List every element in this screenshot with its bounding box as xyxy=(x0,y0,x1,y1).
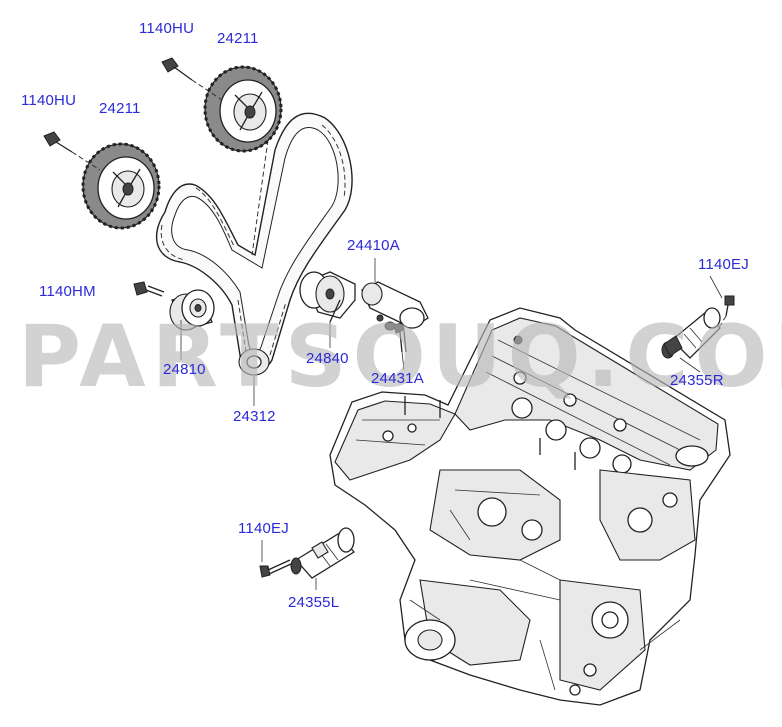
label-timing-belt-24312[interactable]: 24312 xyxy=(233,408,276,425)
leader-lines xyxy=(180,258,723,590)
bolt-1140ej-right xyxy=(719,295,735,327)
label-bolt-1140hu-left[interactable]: 1140HU xyxy=(21,92,77,109)
label-tensioner-bolt-24431a[interactable]: 24431A xyxy=(371,370,424,387)
tensioner-pulley xyxy=(299,271,356,323)
label-sprocket-24211-top[interactable]: 24211 xyxy=(217,30,259,47)
tensioner-arm xyxy=(361,281,429,331)
watermark: PARTSOUQ.COM xyxy=(18,307,782,407)
tensioner-bolt xyxy=(393,322,407,353)
oil-control-valve-right xyxy=(661,307,721,359)
engine-block xyxy=(329,307,731,706)
camshaft-sprocket-top xyxy=(203,65,283,153)
label-tensioner-arm-24410a[interactable]: 24410A xyxy=(347,237,400,254)
camshaft-sprocket-left xyxy=(81,142,161,230)
bolt-1140hm xyxy=(133,281,165,297)
label-valve-24355l[interactable]: 24355L xyxy=(288,594,340,611)
label-idler-pulley-24810[interactable]: 24810 xyxy=(163,361,206,378)
label-sprocket-24211-left[interactable]: 24211 xyxy=(99,100,141,117)
bolt-1140hu-left xyxy=(43,131,101,171)
bolt-1140ej-left xyxy=(259,559,292,578)
label-bolt-1140ej-left[interactable]: 1140EJ xyxy=(238,520,289,537)
idler-pulley xyxy=(169,289,215,331)
label-bolt-1140hm[interactable]: 1140HM xyxy=(39,283,96,300)
label-valve-24355r[interactable]: 24355R xyxy=(670,372,724,389)
label-tensioner-pulley-24840[interactable]: 24840 xyxy=(306,350,349,367)
bolt-1140hu-top xyxy=(161,57,223,101)
label-bolt-1140hu-top[interactable]: 1140HU xyxy=(139,20,195,37)
timing-belt xyxy=(155,112,353,376)
oil-control-valve-left xyxy=(290,527,355,579)
label-bolt-1140ej-right[interactable]: 1140EJ xyxy=(698,256,749,273)
